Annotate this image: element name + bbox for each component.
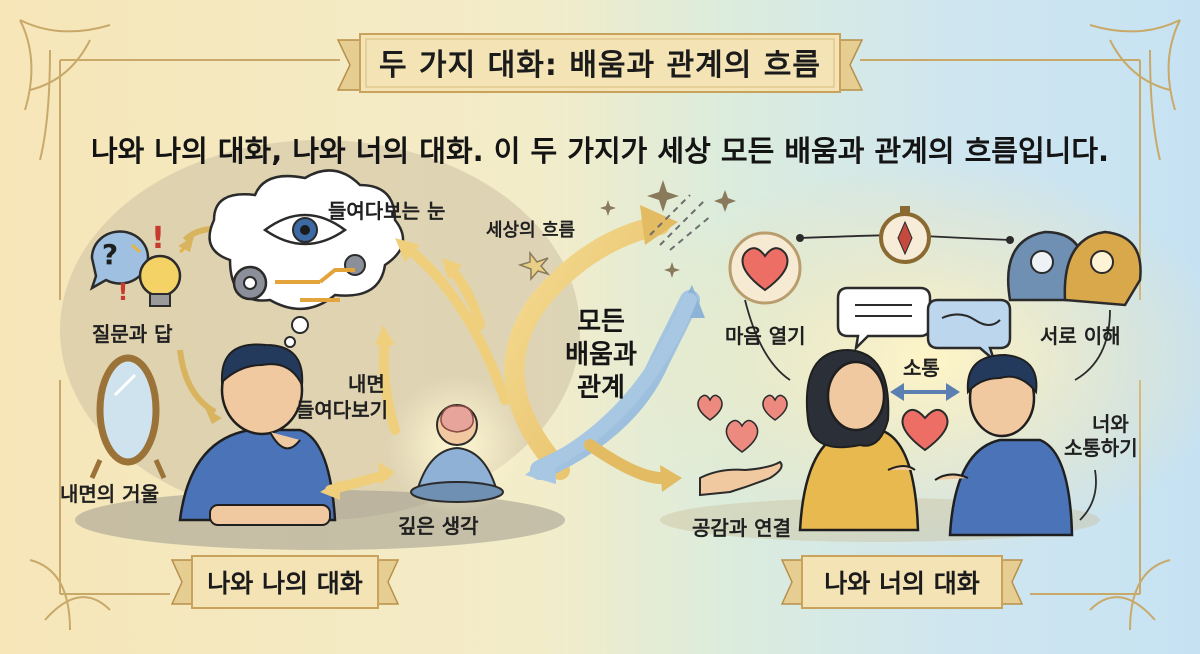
svg-text:!: ! [118, 278, 129, 306]
sparkle-streaks [649, 194, 713, 251]
lower-arrow-gold-head [660, 465, 682, 492]
label-question-answer: 질문과 답 [92, 322, 173, 346]
lower-arrow-blue-head [525, 452, 556, 484]
left-banner-shape [170, 555, 400, 609]
label-mutual-understanding: 서로 이해 [1040, 324, 1121, 348]
two-heads-gears-icon [1006, 230, 1142, 307]
right-banner-shape [780, 555, 1024, 609]
arrow-bulb-to-person [177, 349, 217, 415]
label-talk-with-you-2: 소통하기 [1064, 436, 1138, 460]
label-looking-eye: 들여다보는 눈 [328, 199, 446, 223]
heart-icon [728, 231, 802, 305]
center-label-line-2: 배움과 [565, 340, 637, 370]
thinking-person-figure [178, 343, 337, 526]
line-dot-2 [1006, 236, 1014, 244]
heart-between-icon [901, 408, 949, 452]
small-hearts [697, 394, 788, 453]
line-dot [796, 234, 804, 242]
label-deep-thought: 깊은 생각 [398, 514, 479, 538]
page-title: 두 가지 대화: 배움과 관계의 흐름 [378, 48, 822, 83]
label-communication: 소통 [903, 356, 940, 380]
central-arrow-gold [504, 215, 670, 480]
label-inner-mirror: 내면의 거울 [60, 482, 159, 506]
open-hand-icon [699, 460, 783, 497]
label-empathy-connection: 공감과 연결 [692, 516, 791, 540]
lower-arrow-blue [533, 293, 697, 475]
man-figure [934, 353, 1074, 537]
mirror-icon [89, 354, 167, 480]
arrow-cloud-to-bulb-head [178, 236, 194, 252]
compass-icon [879, 206, 931, 264]
brain-icon [440, 405, 474, 433]
world-flow-star-icon [517, 250, 551, 281]
sparkle-icon [600, 180, 736, 278]
svg-text:?: ? [102, 238, 118, 271]
right-banner-label: 나와 너의 대화 [824, 569, 980, 598]
label-talk-with-you-1: 너와 [1092, 412, 1129, 436]
label-open-heart: 마음 열기 [725, 324, 806, 348]
chat-bubbles-icon [836, 286, 1012, 364]
double-arrow-icon [890, 383, 960, 401]
center-label: 모든 배움과 관계 [545, 306, 657, 405]
right-connection-line-2 [744, 299, 1111, 381]
lightbulb-icon [131, 243, 189, 307]
label-world-flow: 세상의 흐름 [486, 220, 576, 241]
label-inner-look-1: 내면 [348, 372, 385, 396]
title-banner-shape [336, 33, 864, 93]
exclamation-icon: ! ! [118, 221, 165, 306]
eye-icon [262, 213, 348, 246]
woman-figure [798, 348, 920, 532]
arrow-bulb-to-person-head [205, 408, 222, 424]
right-arc-line [1079, 469, 1097, 521]
label-inner-look-2: 들여다보기 [296, 398, 388, 422]
thought-flow-arrows [275, 268, 355, 302]
center-label-line-3: 관계 [577, 373, 625, 403]
center-label-line-1: 모든 [577, 307, 625, 337]
left-banner-label: 나와 나의 대화 [207, 569, 363, 598]
left-cycle-arrowheads [320, 238, 462, 500]
page-subtitle: 나와 나의 대화, 나와 너의 대화. 이 두 가지가 세상 모든 배움과 관계… [90, 134, 1110, 168]
svg-text:!: ! [151, 221, 165, 256]
meditation-figure-icon [410, 404, 504, 503]
lower-arrow-gold [584, 439, 671, 485]
